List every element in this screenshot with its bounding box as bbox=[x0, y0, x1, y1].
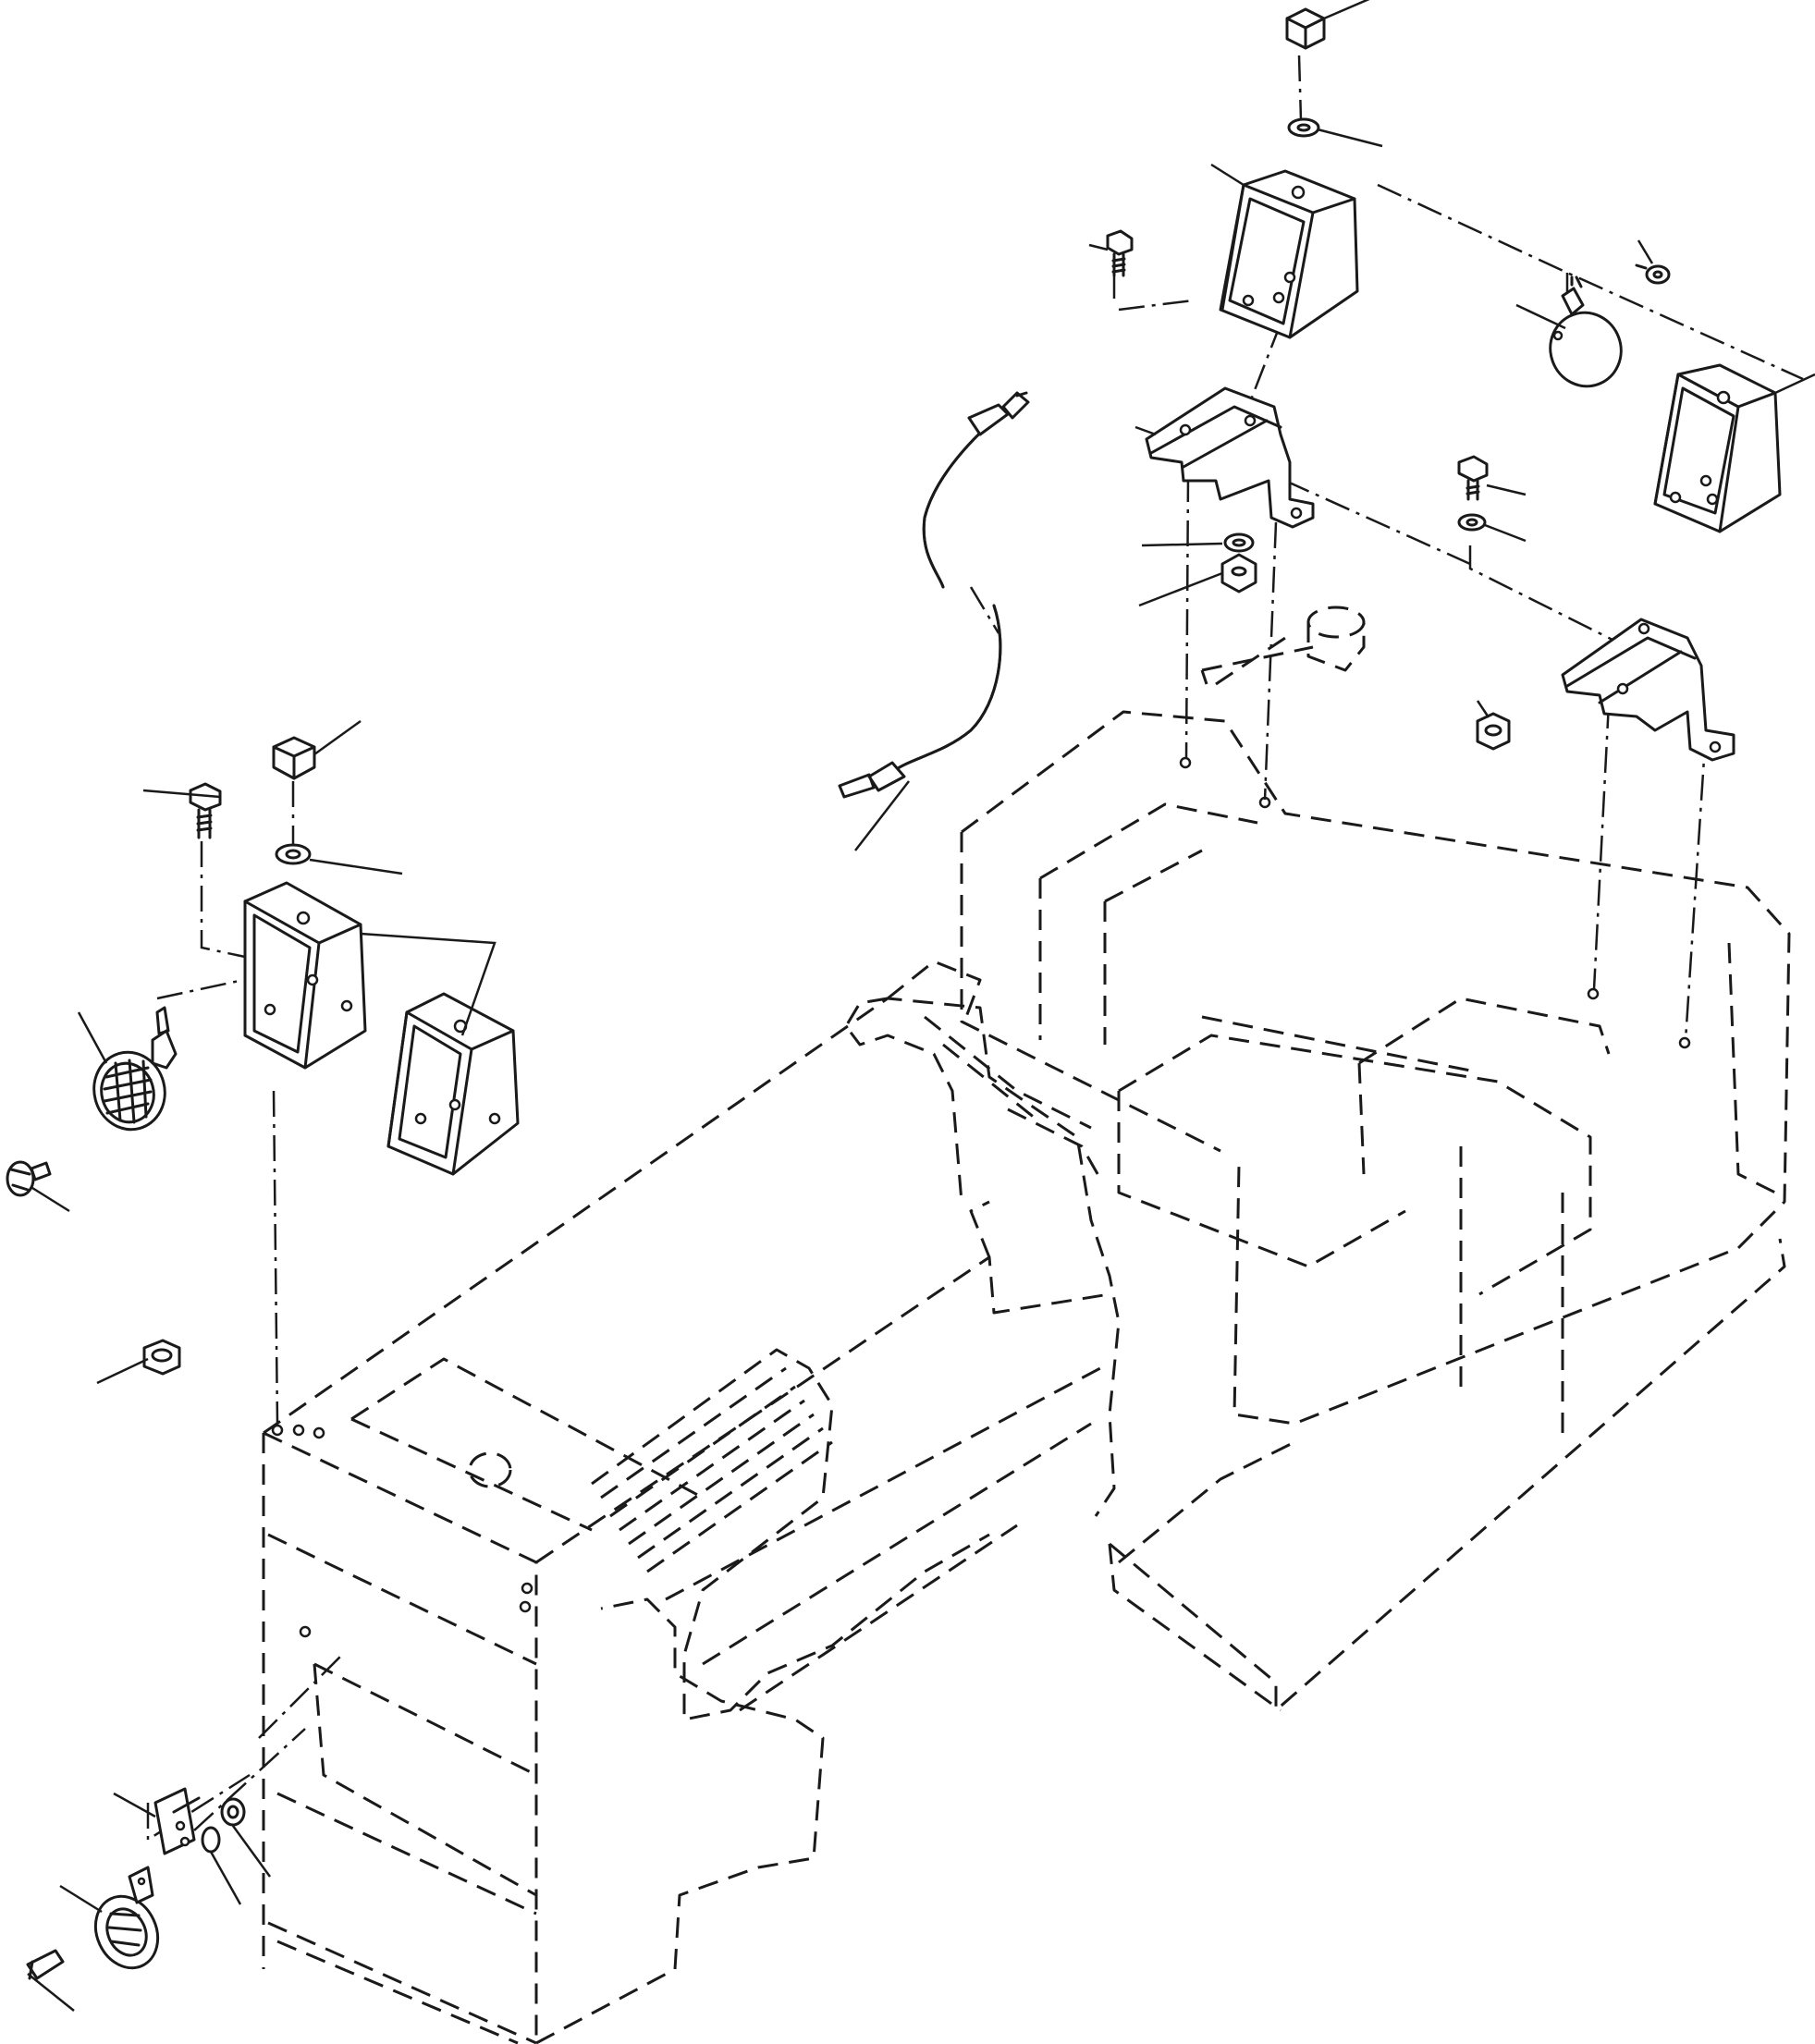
lamp-bracket-box-rear-1 bbox=[1219, 169, 1359, 339]
bolt-rear-1 bbox=[1106, 229, 1134, 277]
round-lamp-rear bbox=[1549, 275, 1623, 388]
lamp-bracket-box-rear-2 bbox=[1653, 363, 1782, 533]
channel-bracket-rear-1 bbox=[1145, 386, 1315, 529]
wiring-harness bbox=[838, 391, 1030, 851]
washer-nut-rear bbox=[1220, 532, 1257, 594]
cap-nut-left bbox=[272, 736, 316, 865]
horn bbox=[93, 1866, 160, 1970]
bolt-left bbox=[189, 782, 222, 839]
grommet-left bbox=[142, 1339, 181, 1376]
bolt-rear-2 bbox=[1457, 455, 1489, 532]
rear-lamp-assembly bbox=[838, 7, 1782, 851]
lamp-bracket-box-left-2 bbox=[386, 992, 520, 1176]
horn-bolt bbox=[26, 1949, 65, 1980]
cap-nut-top bbox=[1285, 7, 1326, 138]
bulb-left bbox=[6, 1160, 52, 1197]
terminal-connector-rear bbox=[1635, 263, 1671, 285]
grille-work-lamp bbox=[92, 1006, 178, 1132]
horn-washer-nut bbox=[201, 1797, 246, 1854]
machine-body-outline bbox=[262, 606, 1791, 2044]
horn-bracket bbox=[153, 1787, 201, 1855]
horn-assembly bbox=[26, 1787, 246, 1980]
channel-bracket-rear-2 bbox=[1561, 618, 1735, 762]
leader-lines bbox=[27, 0, 1815, 2012]
front-lamp-assembly bbox=[6, 736, 520, 1376]
grommet-middle bbox=[1476, 712, 1511, 751]
lamp-bracket-box-left-1 bbox=[243, 881, 367, 1070]
